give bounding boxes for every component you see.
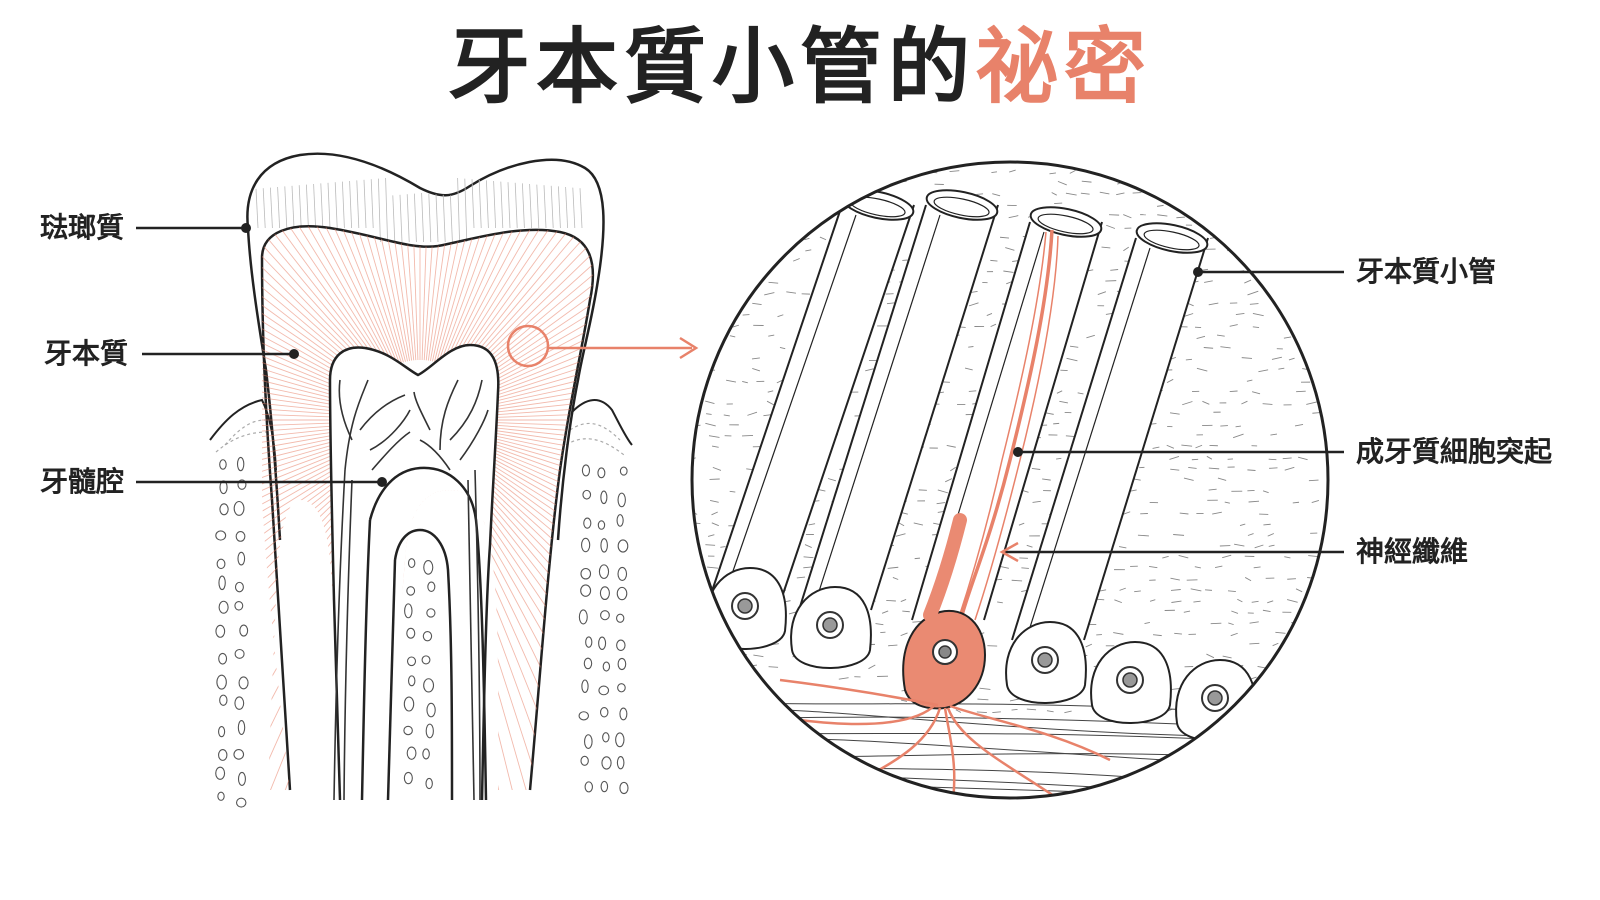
enamel-striations [255,177,583,243]
tubule-group [708,189,1209,641]
bone-dots [215,456,629,808]
label-dentin: 牙本質 [44,337,129,370]
dentin-boundary [260,225,595,791]
tooth-illustration [136,152,699,808]
zoom-marker [506,324,550,368]
dentin-tubules [262,226,593,790]
magnified-view [690,160,1344,800]
label-pulp: 牙髓腔 [40,465,125,498]
page-title: 牙本質小管的祕密 [0,18,1600,118]
label-odontoblast: 成牙質細胞突起 [1356,435,1553,468]
title-accent: 祕密 [976,20,1153,115]
pulp-nerves [333,379,489,801]
label-enamel: 琺瑯質 [40,211,125,244]
title-main: 牙本質小管的 [447,20,976,115]
pulp-chamber [328,343,500,801]
gum-right [565,399,633,456]
enamel-outline [246,152,605,541]
label-nerve: 神經纖維 [1356,535,1469,568]
nerve-fibers-pink [729,678,1111,798]
label-tubule: 牙本質小管 [1356,255,1497,288]
